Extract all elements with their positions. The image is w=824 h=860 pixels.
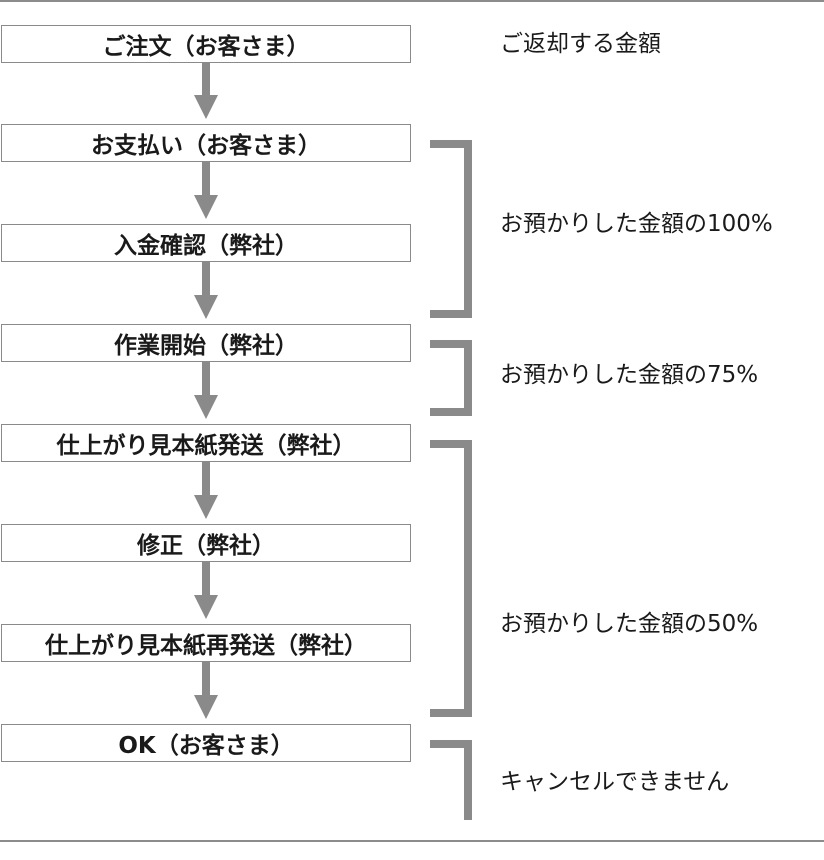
step-revision: 修正（弊社） [1,524,411,562]
step-payment-confirm: 入金確認（弊社） [1,224,411,262]
bottom-rule [0,840,824,842]
refund-50: お預かりした金額の50% [500,611,759,637]
refund-75: お預かりした金額の75% [500,362,759,388]
refund-100: お預かりした金額の100% [500,211,773,237]
step-work-start: 作業開始（弊社） [1,324,411,362]
refund-cancel: キャンセルできません [500,769,730,795]
step-proof-send: 仕上がり見本紙発送（弊社） [1,424,411,462]
bracket-50 [430,440,472,717]
bracket-cancel [430,740,472,820]
step-payment: お支払い（お客さま） [1,124,411,162]
top-rule [0,0,824,2]
bracket-100 [430,140,472,318]
step-ok: OK（お客さま） [1,724,411,762]
step-order: ご注文（お客さま） [1,25,411,63]
step-proof-resend: 仕上がり見本紙再発送（弊社） [1,624,411,662]
refund-brackets [430,140,472,820]
bracket-75 [430,340,472,416]
refund-header: ご返却する金額 [500,31,661,57]
